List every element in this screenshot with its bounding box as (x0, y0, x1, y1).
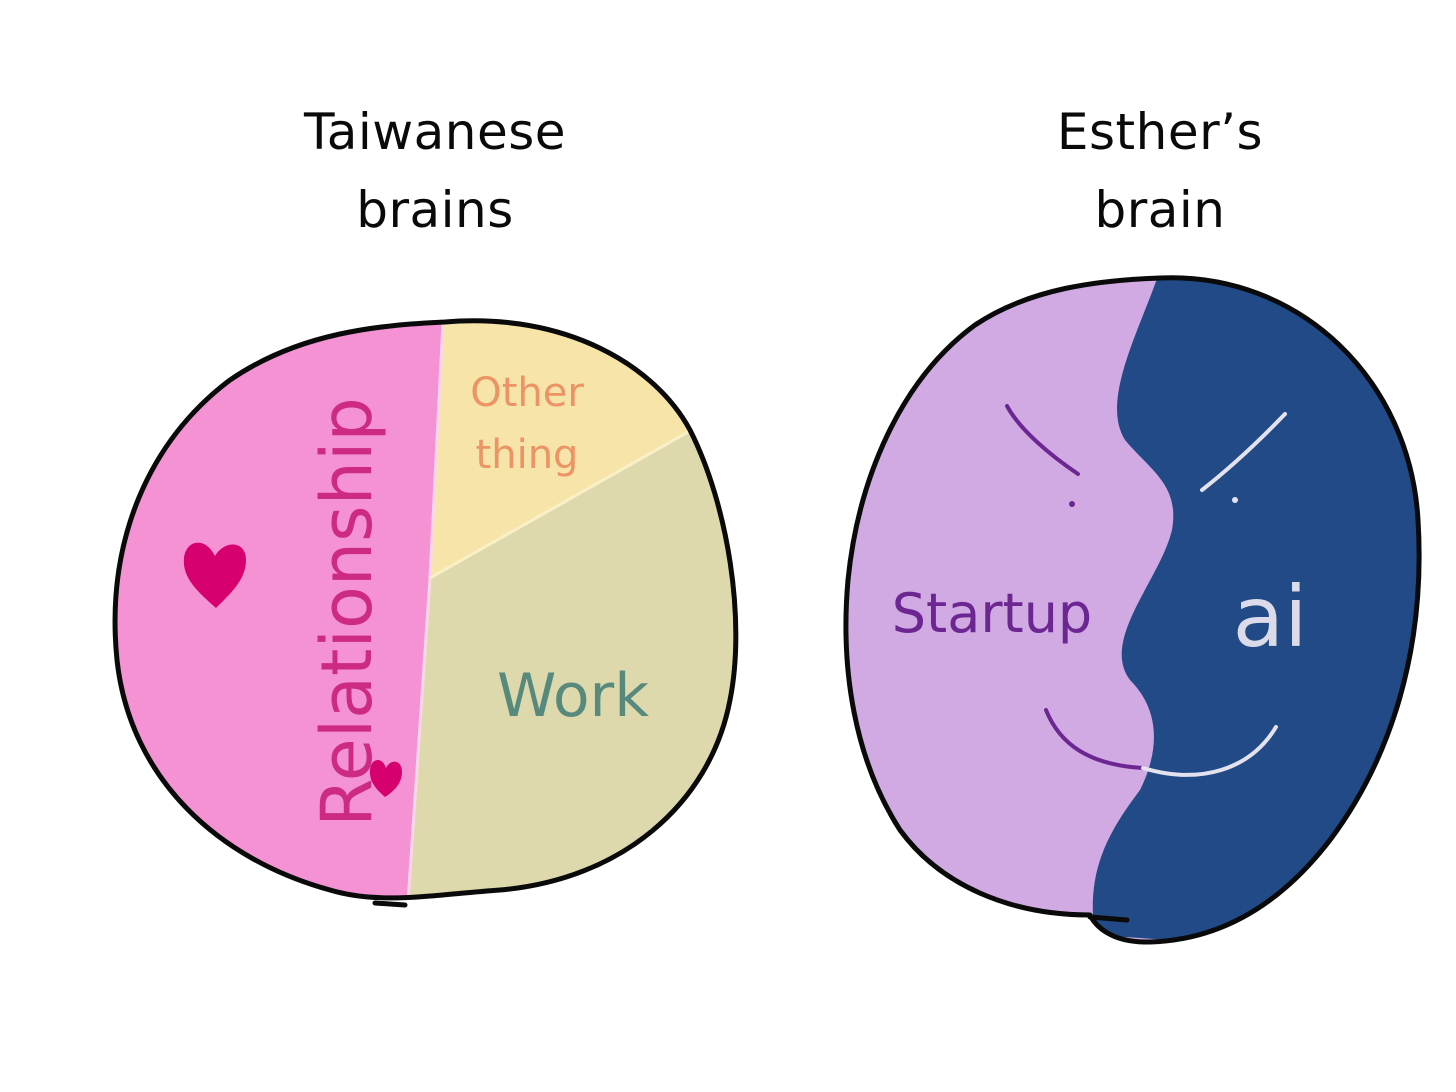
esther-title-line2: brain (1094, 181, 1226, 239)
heart-icon-small (369, 759, 402, 797)
ai-label: ai (1233, 568, 1308, 666)
taiwanese-title-line2: brains (356, 181, 514, 239)
smile-left (1044, 708, 1145, 770)
esther-title-line1: Esther’s (1056, 103, 1264, 161)
right-eyebrow (1200, 412, 1287, 492)
heart-icon (183, 542, 246, 608)
segment-divider-diagonal (429, 430, 689, 580)
taiwanese-title-line1: Taiwanese (303, 103, 567, 161)
left-eyebrow (1005, 404, 1080, 476)
outline-tail-right (1087, 914, 1130, 923)
outline-tail (372, 900, 408, 908)
left-eye (1069, 501, 1075, 507)
work-label: Work (497, 661, 649, 731)
esthers-brain: Startup ai (843, 275, 1422, 945)
taiwanese-brain: Relationship Other thing Work (112, 318, 739, 908)
startup-label: Startup (892, 582, 1092, 645)
taiwanese-brains-title: Taiwanese brains (225, 93, 645, 249)
taiwanese-brain-outline (112, 318, 739, 901)
esthers-brain-title: Esther’s brain (950, 93, 1370, 249)
relationship-segment (115, 320, 460, 898)
relationship-label: Relationship (306, 397, 388, 827)
other-thing-label-line1: Other (470, 370, 584, 416)
smile-right (1141, 725, 1278, 777)
other-thing-label-line2: thing (476, 432, 579, 478)
right-eye (1232, 497, 1238, 503)
